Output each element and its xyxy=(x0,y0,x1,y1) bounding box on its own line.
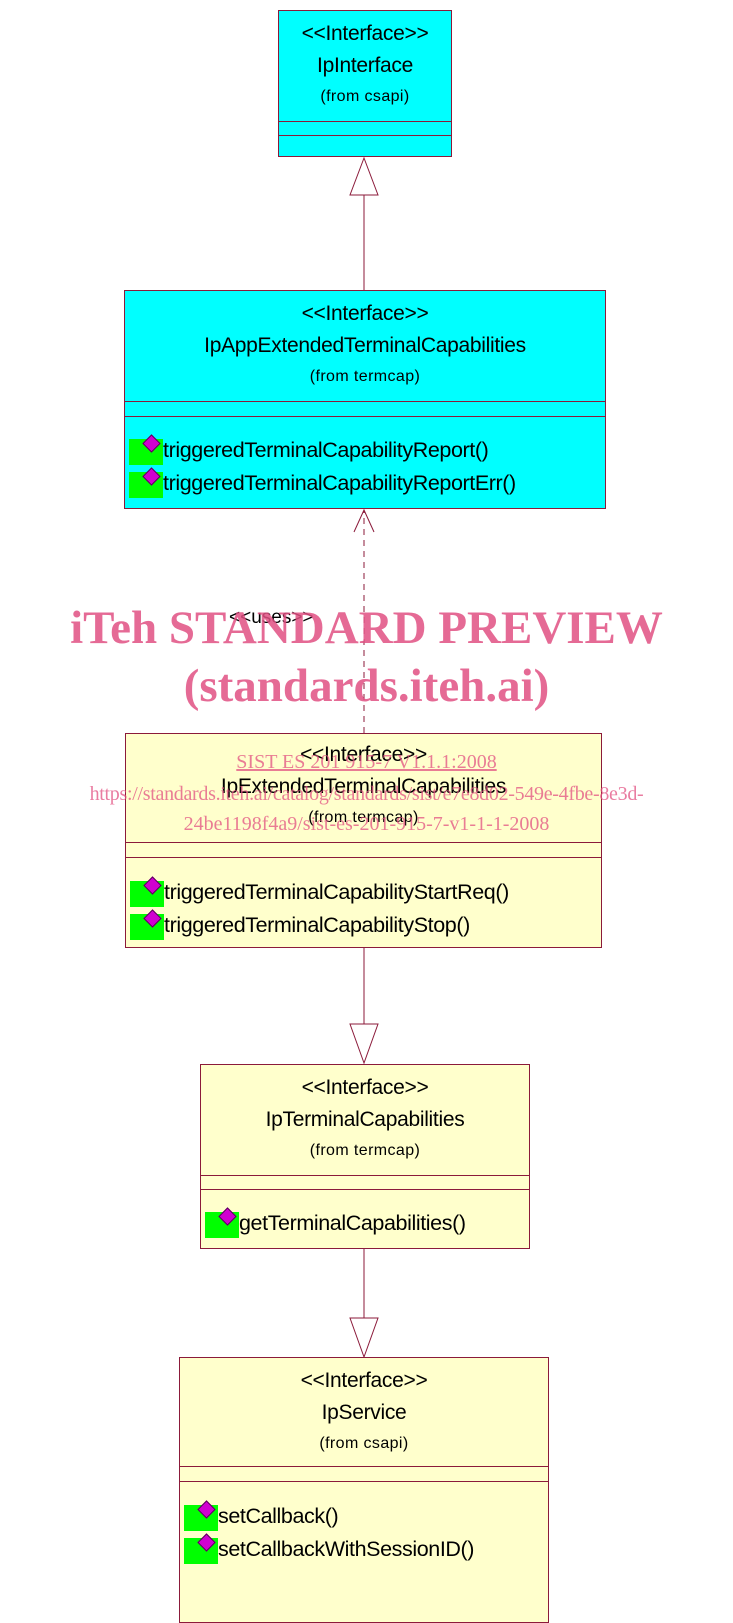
class-name: IpTerminalCapabilities xyxy=(265,1108,465,1131)
uses-dependency-arrowhead xyxy=(353,508,375,533)
operation-separator xyxy=(201,1189,529,1190)
stereotype-label: <<Interface>> xyxy=(300,743,427,766)
package-label: (from csapi) xyxy=(319,1435,409,1452)
public-operation-icon xyxy=(130,908,164,940)
generalization-arrowhead xyxy=(349,1023,379,1065)
class-ip-app-extended-terminal-capabilities[interactable]: <<Interface>> IpAppExtendedTerminalCapab… xyxy=(124,290,606,509)
class-ip-interface[interactable]: <<Interface>> IpInterface (from csapi) xyxy=(278,10,452,157)
public-operation-icon xyxy=(129,433,163,465)
class-name: IpInterface xyxy=(317,54,413,77)
operation-separator xyxy=(125,416,605,417)
class-name: IpAppExtendedTerminalCapabilities xyxy=(204,334,526,357)
operation-item[interactable]: triggeredTerminalCapabilityStop() xyxy=(130,908,509,942)
generalization-arrowhead xyxy=(349,1317,379,1359)
operation-item[interactable]: getTerminalCapabilities() xyxy=(205,1206,466,1240)
attribute-separator xyxy=(125,401,605,402)
operation-list: triggeredTerminalCapabilityStartReq() tr… xyxy=(130,875,509,942)
operation-separator xyxy=(126,857,601,858)
uses-label: <<uses>> xyxy=(229,607,314,628)
public-operation-icon xyxy=(184,1532,218,1564)
stereotype-label: <<Interface>> xyxy=(301,302,429,325)
operation-item[interactable]: triggeredTerminalCapabilityReportErr() xyxy=(129,466,516,500)
operation-item[interactable]: triggeredTerminalCapabilityStartReq() xyxy=(130,875,509,909)
attribute-separator xyxy=(201,1175,529,1176)
operation-separator xyxy=(279,135,451,136)
class-ip-service[interactable]: <<Interface>> IpService (from csapi) set… xyxy=(179,1357,549,1623)
stereotype-label: <<Interface>> xyxy=(301,22,429,45)
stereotype-label: <<Interface>> xyxy=(301,1076,429,1099)
operation-item[interactable]: setCallbackWithSessionID() xyxy=(184,1532,474,1566)
public-operation-icon xyxy=(205,1206,239,1238)
package-label: (from termcap) xyxy=(309,1142,421,1159)
class-ip-terminal-capabilities[interactable]: <<Interface>> IpTerminalCapabilities (fr… xyxy=(200,1064,530,1249)
class-name: IpService xyxy=(321,1401,407,1424)
operation-item[interactable]: triggeredTerminalCapabilityReport() xyxy=(129,433,516,467)
operation-list: triggeredTerminalCapabilityReport() trig… xyxy=(129,433,516,500)
watermark-title: iTeh STANDARD PREVIEW xyxy=(70,602,663,654)
public-operation-icon xyxy=(184,1499,218,1531)
package-label: (from termcap) xyxy=(309,368,421,385)
class-ip-extended-terminal-capabilities[interactable]: <<Interface>> IpExtendedTerminalCapabili… xyxy=(125,733,602,948)
watermark-url-line2: 24be1198f4a9/sist-es-201-915-7-v1-1-1-20… xyxy=(183,813,550,835)
operation-list: setCallback() setCallbackWithSessionID() xyxy=(184,1499,474,1566)
watermark-subtitle: (standards.iteh.ai) xyxy=(183,660,550,712)
attribute-separator xyxy=(180,1466,548,1467)
watermark-standard-link[interactable]: SIST ES 201 915-7 V1.1.1:2008 xyxy=(236,751,497,773)
public-operation-icon xyxy=(130,875,164,907)
operation-separator xyxy=(180,1481,548,1482)
stereotype-label: <<Interface>> xyxy=(300,1369,428,1392)
public-operation-icon xyxy=(129,466,163,498)
attribute-separator xyxy=(279,121,451,122)
class-name: IpExtendedTerminalCapabilities xyxy=(220,775,507,798)
package-label: (from termcap) xyxy=(308,809,419,826)
attribute-separator xyxy=(126,842,601,843)
watermark-url-line1: https://standards.iteh.ai/catalog/standa… xyxy=(89,783,644,805)
operation-list: getTerminalCapabilities() xyxy=(205,1206,466,1240)
generalization-arrowhead xyxy=(349,156,379,196)
operation-item[interactable]: setCallback() xyxy=(184,1499,474,1533)
package-label: (from csapi) xyxy=(320,88,410,105)
